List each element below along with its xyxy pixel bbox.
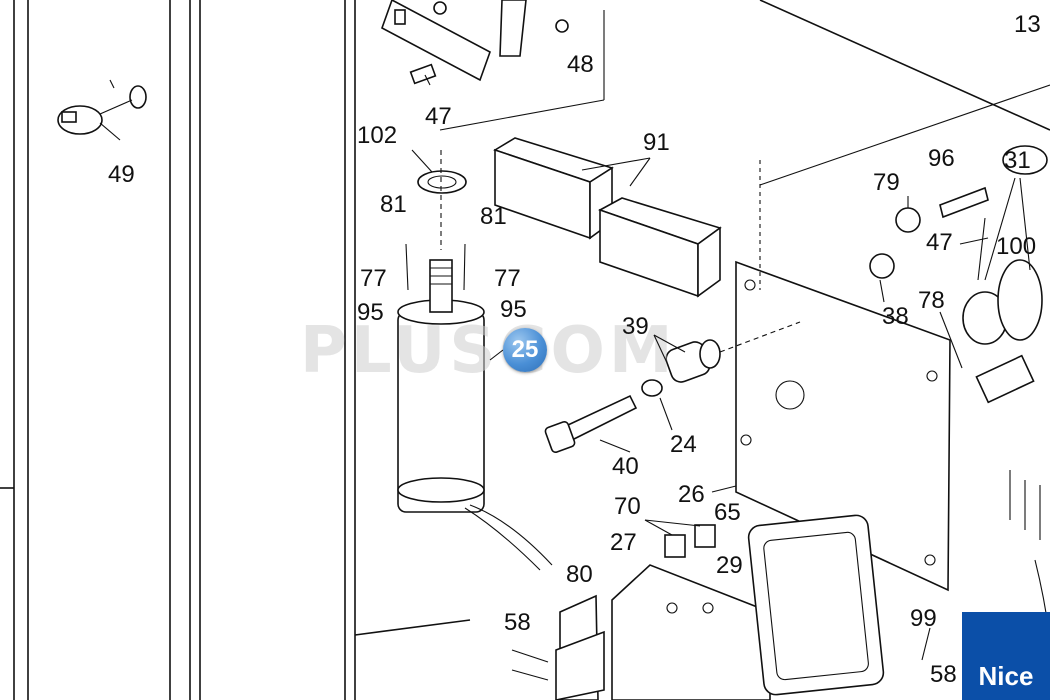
callout-99: 99: [910, 605, 937, 632]
cover-plate: [747, 514, 885, 696]
callout-29: 29: [716, 552, 743, 579]
bushing-bolt-assembly: [544, 321, 801, 453]
callout-80: 80: [566, 561, 593, 588]
key-lock-part: [57, 79, 147, 135]
callout-48: 48: [567, 51, 594, 78]
callout-77-left: 77: [360, 265, 387, 292]
callout-95-left: 95: [357, 299, 384, 326]
relay-blocks: [493, 137, 722, 298]
callout-102: 102: [357, 122, 397, 149]
callout-95-right: 95: [500, 296, 527, 323]
callout-58-left: 58: [504, 609, 531, 636]
callout-65: 65: [714, 499, 741, 526]
callout-47-right: 47: [926, 229, 953, 256]
callout-81-left: 81: [380, 191, 407, 218]
callout-91: 91: [643, 129, 670, 156]
leader-lines: [99, 74, 1031, 661]
callout-26: 26: [678, 481, 705, 508]
callout-40: 40: [612, 453, 639, 480]
callout-79: 79: [873, 169, 900, 196]
callout-24: 24: [670, 431, 697, 458]
callout-49: 49: [108, 161, 135, 188]
top-bracket-plates: [381, 0, 569, 85]
callout-81-right: 81: [480, 203, 507, 230]
callout-96: 96: [928, 145, 955, 172]
watermark-text: PLUSCOM: [300, 314, 677, 388]
part-number-badge[interactable]: 25: [503, 328, 547, 372]
brand-logo: Nice: [962, 612, 1050, 700]
callout-27: 27: [610, 529, 637, 556]
bracket-part: [511, 594, 605, 700]
callout-39: 39: [622, 313, 649, 340]
callout-77-right: 77: [494, 265, 521, 292]
callout-58-bottom: 58: [930, 661, 957, 688]
callout-31: 31: [1004, 147, 1031, 174]
motor-rotor-parts: [869, 145, 1050, 641]
capacitor-part: [397, 150, 553, 571]
callout-78: 78: [918, 287, 945, 314]
callout-labels: 13 48 47 102 49 91 81 81 77 77 95 95 79 …: [108, 11, 1041, 688]
callout-38: 38: [882, 303, 909, 330]
callout-70: 70: [614, 493, 641, 520]
mounting-plate: [735, 84, 1050, 592]
callout-47-top: 47: [425, 103, 452, 130]
callout-13: 13: [1014, 11, 1041, 38]
callout-100: 100: [996, 233, 1036, 260]
